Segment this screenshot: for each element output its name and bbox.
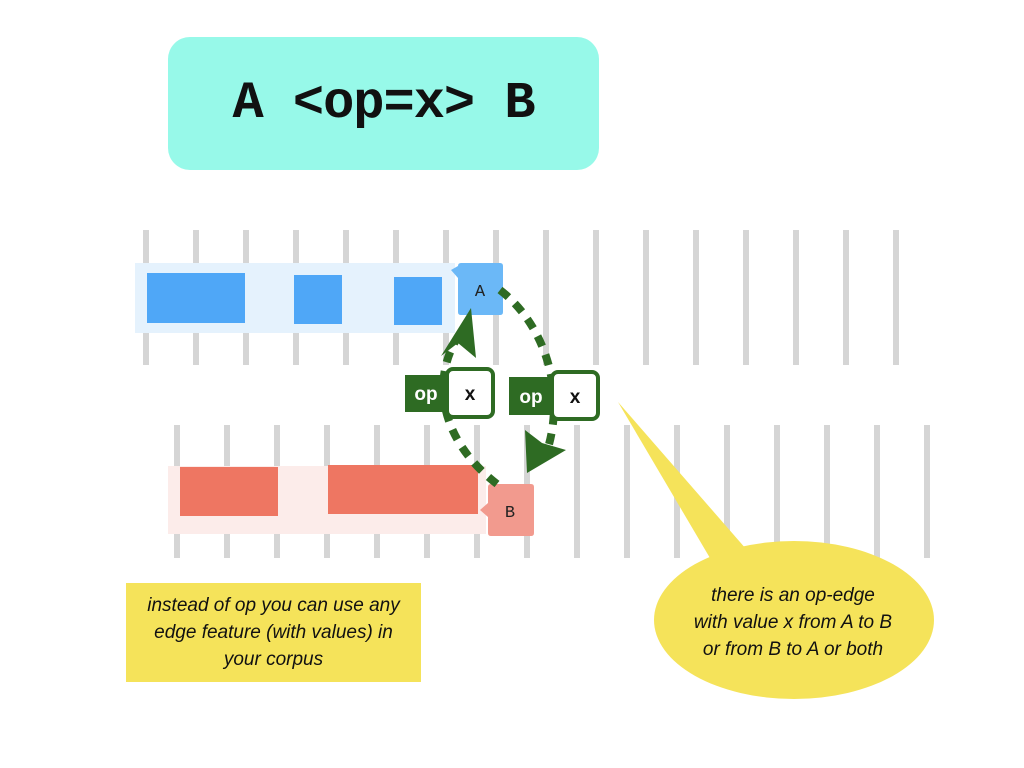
bottom-bar-1 — [180, 467, 278, 516]
edge-a-to-b — [497, 286, 566, 473]
node-a[interactable]: A — [451, 263, 503, 315]
top-tick — [893, 230, 899, 365]
title-text: A <op=x> B — [232, 74, 535, 133]
edge-b-to-a — [439, 308, 500, 488]
node-a-label: A — [475, 283, 486, 302]
top-tick — [743, 230, 749, 365]
arrowhead-up-icon — [441, 308, 476, 358]
bottom-tick — [824, 425, 830, 558]
bubble-text: there is an op-edge with value x from A … — [693, 584, 893, 660]
arrowhead-down-icon — [525, 430, 566, 473]
title-box: A <op=x> B — [168, 37, 599, 170]
edge-label-right-op: op — [519, 387, 542, 408]
edge-label-left-op: op — [414, 384, 437, 405]
bubble-text-container: there is an op-edge with value x from A … — [652, 566, 934, 678]
edge-label-left: op x — [405, 367, 495, 419]
bottom-tick — [574, 425, 580, 558]
bottom-tick — [724, 425, 730, 558]
edge-label-left-value: x — [465, 384, 476, 405]
bottom-tick — [624, 425, 630, 558]
top-tick — [693, 230, 699, 365]
top-tick — [643, 230, 649, 365]
bottom-tick — [774, 425, 780, 558]
top-bar-1 — [147, 273, 245, 323]
edge-label-right-value: x — [570, 387, 581, 408]
top-tick — [543, 230, 549, 365]
top-tick — [793, 230, 799, 365]
top-bar-2 — [294, 275, 342, 324]
bottom-bar-2 — [328, 465, 478, 514]
node-b-label: B — [505, 504, 515, 523]
node-b[interactable]: B — [480, 484, 534, 536]
top-tick — [593, 230, 599, 365]
top-tick — [843, 230, 849, 365]
note-box: instead of op you can use any edge featu… — [126, 583, 421, 682]
bottom-tick — [874, 425, 880, 558]
note-text: instead of op you can use any edge featu… — [147, 595, 400, 670]
speech-bubble — [618, 402, 934, 699]
top-bar-3 — [394, 277, 442, 325]
bottom-tick — [924, 425, 930, 558]
edge-label-right: op x — [509, 370, 600, 421]
